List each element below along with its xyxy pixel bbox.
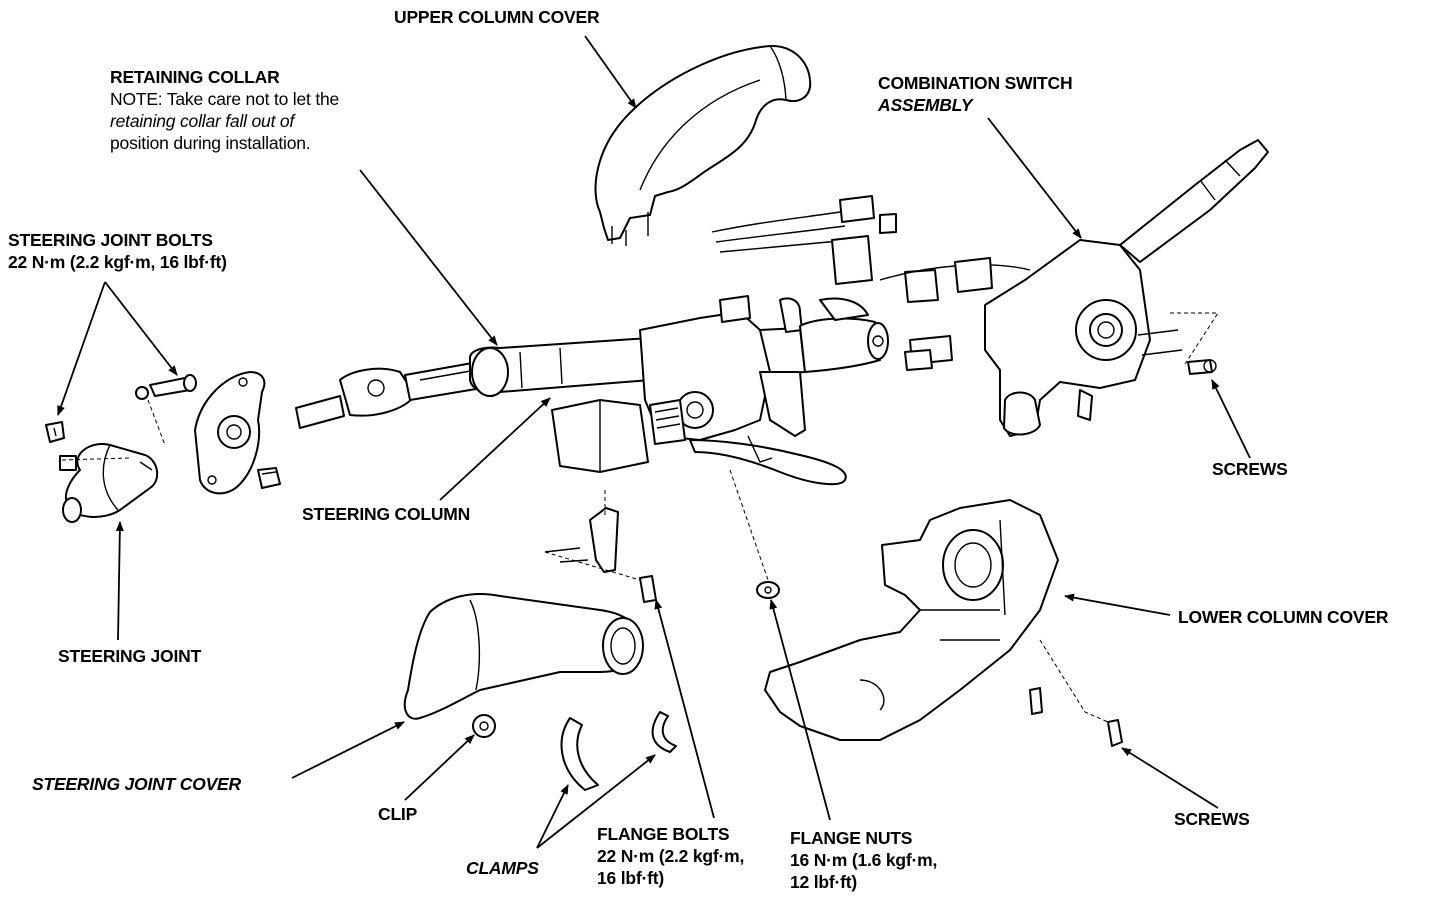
retaining-collar-label: RETAINING COLLAR NOTE: Take care not to …: [110, 66, 339, 154]
steering-joint-bolts-title: STEERING JOINT BOLTS: [8, 230, 213, 250]
flange-bolts-label: FLANGE BOLTS 22 N·m (2.2 kgf·m, 16 lbf·f…: [597, 823, 744, 889]
screws-lower-label: SCREWS: [1174, 809, 1250, 829]
upper-column-cover-part: [594, 44, 812, 246]
upper-column-cover-label: UPPER COLUMN COVER: [394, 7, 600, 27]
flange-bolts-torque-line-1: 22 N·m (2.2 kgf·m,: [597, 846, 745, 866]
steering-joint-label: STEERING JOINT: [58, 646, 202, 666]
steering-column-part: [469, 295, 889, 486]
intermediate-shaft-part: [295, 361, 483, 429]
flange-nuts-label: FLANGE NUTS 16 N·m (1.6 kgf·m, 12 lbf·ft…: [790, 827, 937, 893]
steering-joint-bolts-label: STEERING JOINT BOLTS 22 N·m (2.2 kgf·m, …: [8, 229, 227, 273]
combination-switch-line-2: ASSEMBLY: [878, 95, 973, 115]
steering-joint-part: [45, 374, 197, 523]
flange-nuts-torque-line-2: 12 lbf·ft): [790, 872, 858, 892]
clip-label: CLIP: [378, 804, 418, 824]
leader-arrows: [57, 35, 1251, 849]
retaining-collar-title: RETAINING COLLAR: [110, 67, 280, 87]
flange-bolts-torque-line-2: 16 lbf·ft): [597, 868, 665, 888]
flange-nuts-torque-line-1: 16 N·m (1.6 kgf·m,: [790, 850, 938, 870]
screws-upper-label: SCREWS: [1212, 459, 1288, 479]
steering-joint-cover-part: [403, 469, 780, 791]
steering-joint-cover-label: STEERING JOINT COVER: [32, 774, 241, 794]
clamps-label: CLAMPS: [466, 858, 539, 878]
retaining-collar-note-line-1: NOTE: Take care not to let the: [110, 89, 340, 109]
lower-column-cover-label: LOWER COLUMN COVER: [1178, 607, 1389, 627]
steering-joint-bolts-torque: 22 N·m (2.2 kgf·m, 16 lbf·ft): [8, 252, 227, 272]
retaining-collar-note-line-2: retaining collar fall out of: [110, 111, 295, 131]
flange-plate-part: [194, 371, 281, 495]
steering-column-label: STEERING COLUMN: [302, 504, 471, 524]
flange-nuts-title: FLANGE NUTS: [790, 828, 913, 848]
flange-bolts-title: FLANGE BOLTS: [597, 824, 730, 844]
lower-column-cover-part: [764, 499, 1123, 747]
combination-switch-label: COMBINATION SWITCH ASSEMBLY: [878, 72, 1073, 116]
combination-switch-line-1: COMBINATION SWITCH: [878, 73, 1073, 93]
combination-switch-part: [711, 139, 1269, 437]
retaining-collar-note-line-3: position during installation.: [110, 133, 311, 153]
